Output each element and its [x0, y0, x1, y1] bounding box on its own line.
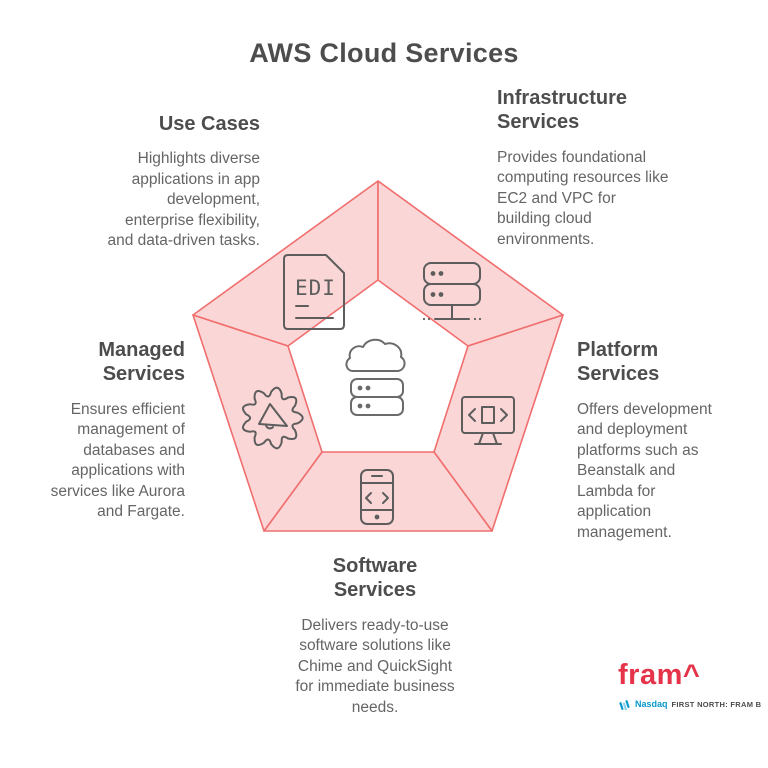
section-use-cases: Use Cases Highlights diverse application… [100, 112, 260, 252]
use-cases-heading: Use Cases [158, 113, 260, 135]
monitor-code-icon [461, 396, 515, 445]
managed-body: Ensures efficient management of database… [50, 400, 185, 521]
nasdaq-label: Nasdaq [635, 699, 668, 710]
mobile-code-icon [360, 469, 394, 525]
infrastructure-body: Provides foundational computing resource… [497, 148, 669, 248]
edi-document-icon: EDI [283, 254, 345, 330]
footer-brand-block: fram^ Nasdaq FIRST NORTH: FRAM B [618, 659, 762, 711]
section-managed: Managed Services Ensures efficient manag… [33, 338, 185, 523]
software-heading: Software Services [332, 555, 418, 602]
page-title: AWS Cloud Services [249, 38, 519, 68]
section-platform: Platform Services Offers development and… [577, 338, 723, 543]
gear-megaphone-icon [242, 386, 304, 450]
platform-heading: Platform Services [577, 339, 660, 386]
infrastructure-heading: Infrastructure Services [497, 87, 628, 134]
section-software: Software Services Delivers ready-to-use … [292, 554, 458, 718]
nasdaq-icon [619, 700, 630, 711]
listing-label: FIRST NORTH: FRAM B [671, 699, 762, 709]
use-cases-body: Highlights diverse applications in app d… [107, 150, 260, 250]
edi-label: EDI [295, 276, 336, 300]
platform-body: Offers development and deployment platfo… [577, 400, 712, 541]
fram-logo: fram^ [618, 659, 701, 691]
segment-managed [192, 314, 323, 532]
managed-heading: Managed Services [98, 339, 185, 386]
software-body: Delivers ready-to-use software solutions… [295, 616, 455, 716]
section-infrastructure: Infrastructure Services Provides foundat… [497, 86, 672, 250]
cloud-server-icon [345, 338, 406, 416]
server-rack-icon [422, 262, 482, 321]
